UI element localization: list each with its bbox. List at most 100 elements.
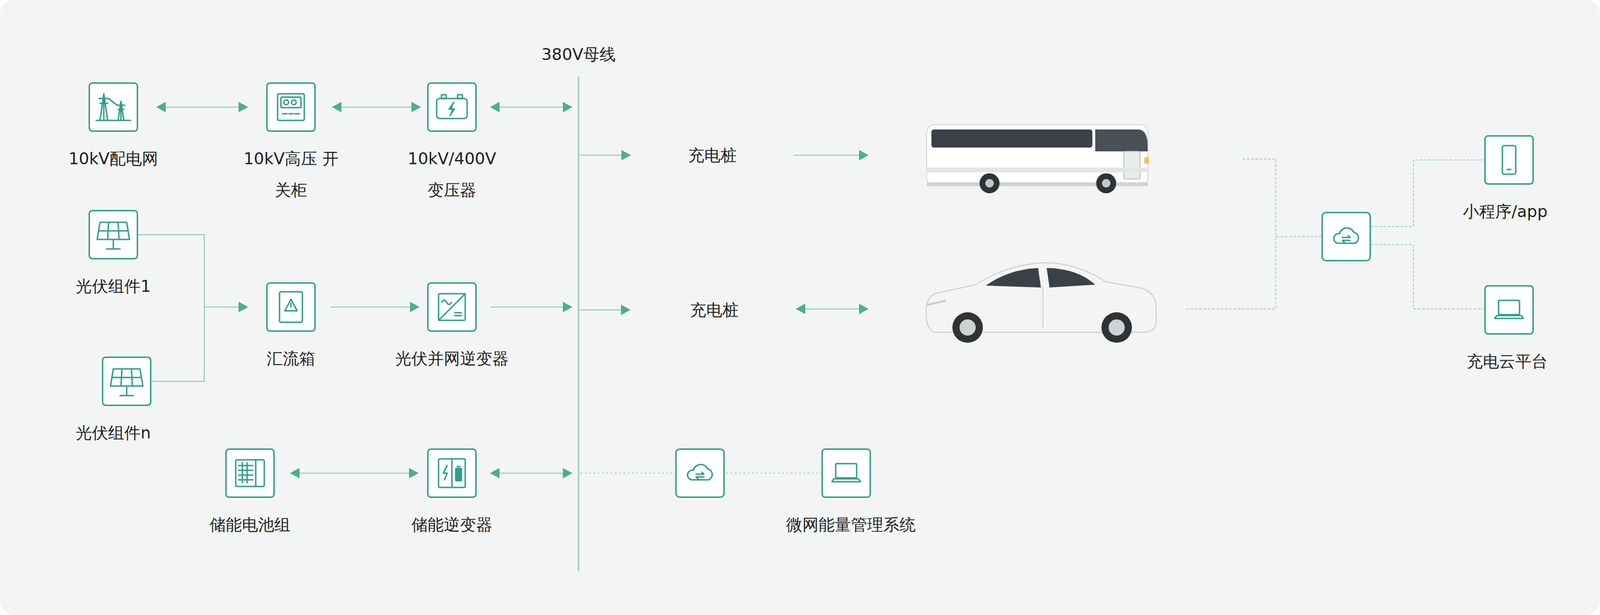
coach-illustration bbox=[926, 167, 1149, 173]
icon-box: 小程序/app bbox=[1484, 135, 1534, 185]
icon-box: 充电云平台 bbox=[1484, 285, 1534, 335]
dotted-wire bbox=[1186, 236, 1276, 310]
arrow-head bbox=[409, 468, 419, 479]
car-illustration bbox=[985, 268, 1041, 288]
dotted-wire bbox=[1186, 159, 1485, 310]
arrow-head bbox=[621, 150, 631, 161]
arrow-connector bbox=[330, 301, 420, 313]
dotted-connector bbox=[580, 473, 822, 474]
coach-illustration bbox=[926, 124, 1150, 194]
connector-line bbox=[152, 307, 239, 382]
car-illustration bbox=[1046, 268, 1096, 288]
arrow-connector bbox=[490, 468, 573, 479]
arrow-connector bbox=[138, 234, 249, 313]
connector-line bbox=[165, 106, 239, 108]
icon-box: 光伏组件1 bbox=[88, 210, 139, 260]
node-label: 10kV高压 开关柜 bbox=[238, 142, 344, 206]
arrow-to-coach bbox=[793, 150, 869, 161]
connector-line bbox=[580, 309, 621, 311]
connector-line bbox=[499, 106, 563, 108]
icon-box: 10kV高压 开关柜 bbox=[266, 82, 316, 132]
arrow-head bbox=[410, 301, 420, 313]
arrow-head bbox=[238, 301, 249, 313]
arrow-head bbox=[331, 101, 342, 113]
arrow-head bbox=[490, 101, 500, 113]
coach-illustration bbox=[1123, 151, 1140, 180]
car-illustration bbox=[927, 300, 946, 305]
arrow-head bbox=[238, 301, 249, 313]
car-illustration bbox=[926, 262, 1157, 333]
arrow-to-car bbox=[859, 303, 869, 315]
cloud-icon bbox=[1333, 228, 1359, 244]
coach-illustration bbox=[1096, 173, 1117, 194]
node-label: 汇流箱 bbox=[266, 342, 316, 375]
arrow-head bbox=[620, 304, 631, 316]
arrow-connector bbox=[156, 101, 249, 113]
coach-illustration bbox=[926, 124, 1149, 186]
node-label: 微网能量管理系统 bbox=[786, 509, 916, 541]
connector-line bbox=[330, 306, 410, 308]
coach-illustration bbox=[979, 173, 1000, 194]
connector-line bbox=[499, 472, 563, 474]
arrow-to-car bbox=[805, 308, 860, 310]
dotted-wire bbox=[1242, 159, 1322, 237]
cloud-icon bbox=[1322, 212, 1371, 261]
icon-box: 储能电池组 bbox=[225, 448, 275, 499]
arrow-head bbox=[238, 101, 249, 113]
node-label: 10kV/400V 变压器 bbox=[399, 142, 505, 206]
connector-line bbox=[299, 472, 410, 474]
car-illustration bbox=[1101, 312, 1132, 343]
icon-box: 光伏并网逆变器 bbox=[427, 282, 477, 332]
node-label: 10kV配电网 bbox=[68, 142, 159, 175]
cloud-icon bbox=[687, 464, 713, 480]
arrow-to-coach bbox=[859, 150, 869, 161]
icon-box: 储能逆变器 bbox=[427, 448, 477, 499]
arrow-connector bbox=[490, 101, 573, 113]
cloud-icon bbox=[676, 449, 725, 498]
arrow-connector bbox=[490, 301, 573, 313]
cloud-icon bbox=[1322, 212, 1371, 261]
node-label: 小程序/app bbox=[1462, 195, 1548, 228]
bus-label: 380V母线 bbox=[541, 44, 616, 64]
connector-line bbox=[580, 154, 622, 156]
busbar: 380V母线 bbox=[577, 76, 580, 572]
dotted-wire bbox=[1370, 244, 1485, 310]
arrow-to-coach bbox=[793, 154, 860, 156]
connector-line bbox=[490, 306, 563, 308]
node-label: 储能逆变器 bbox=[411, 509, 493, 541]
arrow-head bbox=[562, 301, 573, 313]
arrow-head bbox=[562, 468, 573, 479]
cloud-icon bbox=[676, 449, 725, 498]
arrow-connector bbox=[331, 101, 421, 113]
icon-box: 光伏组件n bbox=[101, 356, 152, 407]
coach-illustration bbox=[1144, 157, 1150, 164]
node-label: 充电桩 bbox=[690, 300, 739, 320]
node-label: 充电桩 bbox=[688, 145, 737, 165]
arrow-head bbox=[562, 101, 573, 113]
coach-illustration bbox=[1101, 179, 1111, 188]
connector-line bbox=[341, 106, 412, 108]
coach-illustration bbox=[931, 129, 1093, 148]
connector-line bbox=[580, 472, 822, 474]
text-node: 充电桩 bbox=[690, 300, 739, 320]
car-illustration bbox=[1042, 287, 1044, 329]
car-illustration bbox=[926, 262, 1157, 343]
car-illustration bbox=[1108, 319, 1125, 336]
arrow-head bbox=[490, 468, 500, 479]
arrow-connector bbox=[580, 150, 631, 161]
car-illustration bbox=[952, 312, 983, 343]
arrow-to-car bbox=[795, 303, 806, 315]
arrow-connector bbox=[152, 301, 249, 382]
arrow-connector bbox=[580, 304, 631, 316]
icon-box: 10kV配电网 bbox=[88, 82, 139, 132]
coach-illustration bbox=[926, 182, 1149, 187]
icon-box: 汇流箱 bbox=[266, 282, 316, 332]
node-label: 光伏组件n bbox=[75, 417, 151, 449]
arrow-head bbox=[411, 101, 421, 113]
coach-illustration bbox=[985, 179, 994, 188]
arrow-connector bbox=[290, 468, 419, 479]
icon-box: 10kV/400V 变压器 bbox=[427, 82, 477, 132]
connector-line bbox=[138, 234, 239, 308]
node-label: 储能电池组 bbox=[209, 509, 291, 541]
